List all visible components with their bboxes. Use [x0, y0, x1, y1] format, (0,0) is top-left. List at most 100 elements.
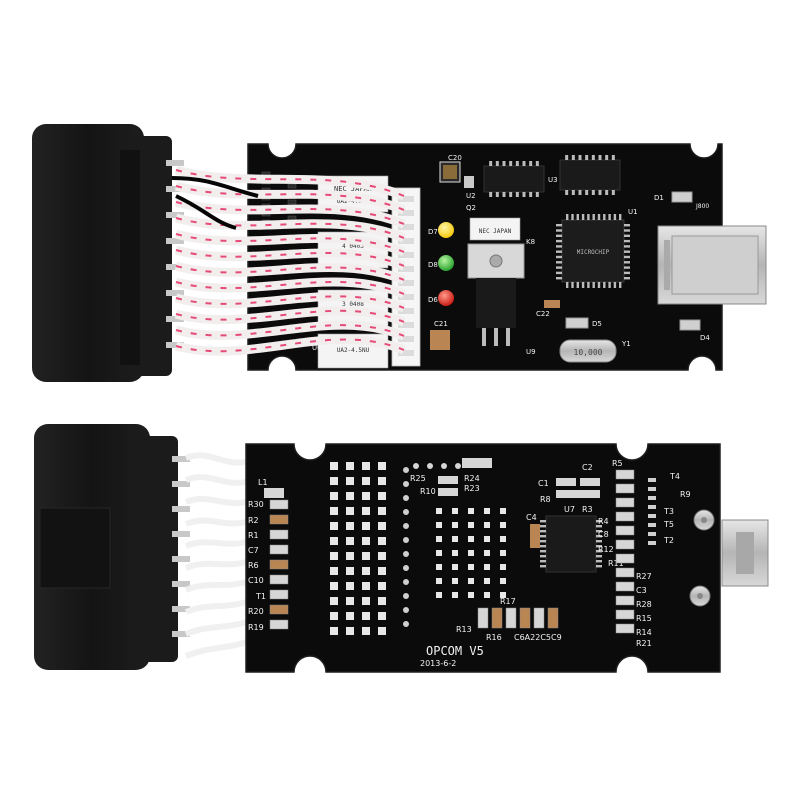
via-pad: [468, 550, 474, 556]
via-pad: [500, 522, 506, 528]
ic-pin: [522, 161, 526, 166]
ribbon-wire: [174, 306, 406, 327]
connector-pin: [166, 186, 184, 192]
connector-slot: [398, 252, 414, 258]
ic-pin: [489, 161, 493, 166]
top-board: NEC JAPAN UA2-4.5NU 4 0403 3 0408 UA2-4.…: [32, 124, 767, 382]
mcu-pin: [624, 250, 630, 253]
top-ic-u2: [483, 161, 545, 197]
mcu-pin: [556, 229, 562, 232]
smd-pad: [648, 523, 656, 527]
ic-pin: [596, 560, 602, 563]
via-pad: [468, 536, 474, 542]
smd-capacitor: [477, 607, 489, 629]
mcu-pin: [624, 234, 630, 237]
ribbon-stripe: [175, 249, 405, 267]
via-pad: [330, 462, 338, 470]
mcu-pin: [587, 214, 590, 220]
connector-pin: [172, 581, 190, 587]
ic-pin: [585, 190, 589, 195]
via-grid: [330, 462, 506, 635]
ic-pin: [596, 540, 602, 543]
label-c2: C2: [582, 463, 593, 472]
label-t5: T5: [663, 520, 674, 529]
mcu-pin: [581, 214, 585, 220]
mcu-pin: [571, 214, 574, 220]
via-hole: [403, 523, 409, 529]
via-pad: [468, 564, 474, 570]
smd-component: [615, 567, 635, 578]
smd-component: [615, 539, 635, 550]
mcu-pin: [624, 229, 630, 232]
right-component-column: [615, 469, 656, 634]
via-pad: [436, 508, 442, 514]
mcu-pin: [556, 266, 562, 269]
relay-3-batch: 3 0408: [342, 301, 364, 308]
smd-capacitor: [491, 607, 503, 629]
smd-component: [615, 609, 635, 620]
ic-pin: [502, 192, 506, 197]
via-pad: [346, 597, 354, 605]
connector-pin: [166, 290, 184, 296]
via-pad: [378, 492, 386, 500]
via-pad: [330, 552, 338, 560]
mcu-pin: [556, 261, 562, 264]
connector-pin: [166, 264, 184, 270]
mcu-pin: [619, 214, 622, 220]
brand-opcom: OPCOM V5: [426, 644, 484, 658]
via-pad: [346, 612, 354, 620]
mcu-pin: [592, 214, 595, 220]
mcu-pin: [556, 239, 562, 243]
smd-component: [615, 553, 635, 564]
mcu-pin: [581, 282, 585, 288]
via-pad: [346, 627, 354, 635]
ic-pin: [596, 520, 602, 523]
via-pad: [452, 508, 458, 514]
via-pad: [362, 537, 370, 545]
via-pad: [468, 522, 474, 528]
via-pad: [378, 567, 386, 575]
crystal-y1: 10,000: [559, 339, 617, 363]
via-hole: [403, 495, 409, 501]
ribbon-stripe: [175, 233, 405, 253]
via-pad: [500, 536, 506, 542]
smd-pad: [648, 478, 656, 482]
white-wire: [184, 495, 254, 507]
label-c10: C10: [248, 576, 264, 585]
ic-pin: [522, 192, 526, 197]
label-u3: U3: [548, 176, 558, 184]
label-l1: L1: [258, 478, 268, 487]
via-hole: [403, 537, 409, 543]
via-pad: [330, 627, 338, 635]
via-pad: [500, 508, 506, 514]
mcu-pin: [624, 239, 630, 243]
label-r11: R11: [608, 559, 624, 568]
connector-slot: [398, 266, 414, 272]
mcu-pin: [624, 271, 630, 275]
mcu-pin: [556, 234, 562, 237]
via-pad: [362, 627, 370, 635]
via-hole: [403, 579, 409, 585]
via-pad: [378, 522, 386, 530]
ribbon-wire: [174, 197, 406, 229]
connector-pin: [172, 531, 190, 537]
connector-pin: [172, 631, 190, 637]
ic-pin: [571, 190, 575, 195]
label-r10: R10: [420, 487, 436, 496]
mcu-pin: [624, 277, 630, 280]
via-hole: [455, 463, 461, 469]
via-pad: [452, 536, 458, 542]
via-hole: [427, 463, 433, 469]
mcu-pin: [576, 282, 579, 288]
ic-pin: [495, 192, 499, 197]
ribbon-stripe: [175, 217, 405, 239]
bottom-capacitor-row: [477, 607, 559, 629]
mcu-pin: [624, 224, 630, 227]
connector-pin: [166, 212, 184, 218]
mcu-pin: [624, 266, 630, 269]
ic-pin: [502, 161, 506, 166]
smd-capacitor: [519, 607, 531, 629]
label-u2: U2: [466, 192, 476, 200]
label-d8: D8: [428, 261, 438, 269]
label-r20: R20: [248, 607, 264, 616]
